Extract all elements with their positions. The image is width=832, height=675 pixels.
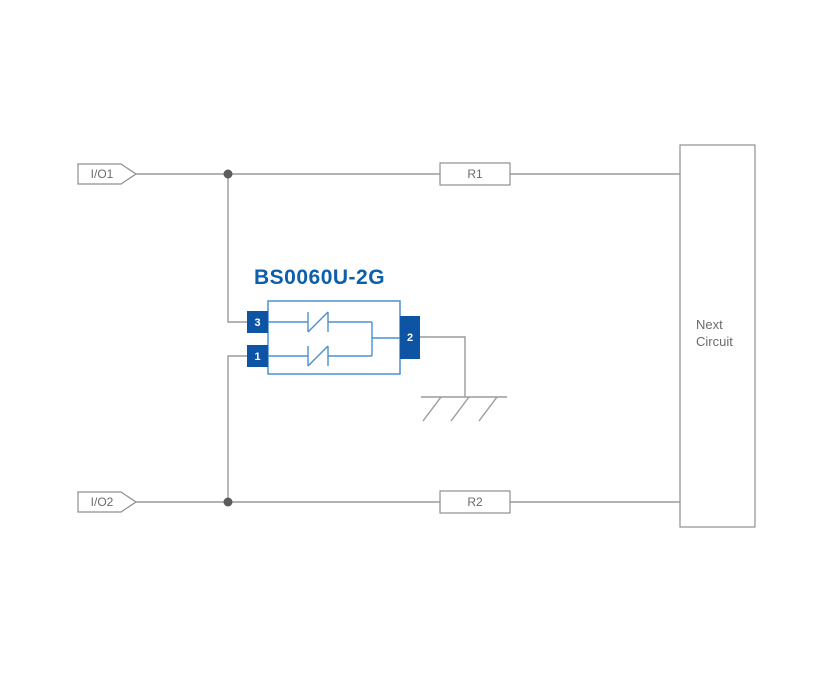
- resistor-r1-box: [439, 162, 511, 186]
- wires: [136, 173, 680, 503]
- pin-3-label: 3: [254, 317, 260, 329]
- resistor-r2: R2: [439, 490, 511, 514]
- wire-pin2-to-ground: [420, 336, 466, 397]
- next-circuit-label-line1: Next: [696, 317, 723, 332]
- resistor-r1-label: R1: [467, 167, 483, 181]
- port-io1-shape: [77, 163, 138, 185]
- pin-1: [247, 345, 268, 367]
- junction-dot-bottom: [223, 497, 233, 507]
- port-io2: I/O2: [77, 491, 138, 513]
- tvs-component: BS0060U-2G 3 1: [247, 266, 420, 375]
- next-circuit-box: [679, 144, 756, 528]
- diode-bottom-diagonal: [307, 345, 329, 367]
- resistor-r2-box: [439, 490, 511, 514]
- pin-3: [247, 311, 268, 333]
- wire-junction-to-pin3: [227, 174, 247, 323]
- junction-dot-top: [223, 169, 233, 179]
- ground-slash-2: [450, 396, 470, 422]
- ground-slash-1: [422, 396, 442, 422]
- port-io1-label: I/O1: [91, 167, 114, 181]
- pin-1-label: 1: [254, 351, 260, 363]
- resistor-r1: R1: [439, 162, 511, 186]
- diode-symbols: [268, 311, 400, 367]
- port-io2-shape: [77, 491, 138, 513]
- diode-top-diagonal: [307, 311, 329, 333]
- port-io1: I/O1: [77, 163, 138, 185]
- next-circuit-label-line2: Circuit: [696, 334, 733, 349]
- ground-icon: [421, 396, 507, 422]
- resistor-r2-label: R2: [467, 495, 483, 509]
- pin-2-label: 2: [407, 332, 413, 344]
- wire-pin1-to-junction: [227, 355, 247, 502]
- port-io2-label: I/O2: [91, 495, 114, 509]
- next-circuit-block: Next Circuit: [679, 144, 756, 528]
- ground-slash-3: [478, 396, 498, 422]
- component-title: BS0060U-2G: [254, 266, 385, 289]
- pin-2: [400, 316, 420, 359]
